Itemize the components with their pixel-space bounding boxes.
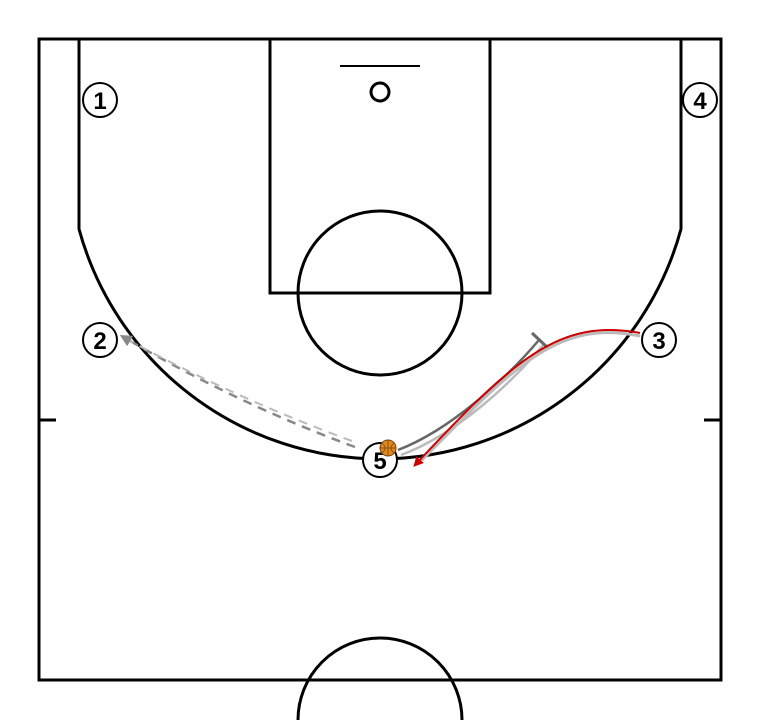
player-3-circle (641, 322, 677, 358)
cut-action (413, 329, 641, 467)
center-circle (296, 636, 464, 720)
paint-key (268, 37, 492, 295)
pass-line-shadow (129, 340, 353, 442)
player-3-label: 3 (652, 328, 665, 355)
player-2: 2 (82, 322, 118, 358)
player-1-circle (82, 82, 118, 118)
cut-path (413, 329, 641, 467)
screen-action (397, 331, 550, 457)
basketball-icon (379, 439, 397, 457)
pass-line (119, 334, 356, 449)
player-2-label: 2 (93, 328, 106, 355)
player-5: 5 (362, 439, 398, 478)
rim (369, 81, 391, 103)
player-4-label: 4 (693, 88, 707, 115)
screen-bar (530, 331, 550, 350)
cut-path-shadow (418, 331, 641, 464)
player-4-circle (682, 82, 718, 118)
court-lines (37, 37, 723, 720)
screen-path (397, 339, 540, 452)
free-throw-circle (296, 209, 464, 377)
player-3: 3 (641, 322, 677, 358)
player-1-label: 1 (93, 88, 106, 115)
player-2-circle (82, 322, 118, 358)
player-4: 4 (682, 82, 718, 118)
court-boundary (37, 37, 723, 682)
player-1: 1 (82, 82, 118, 118)
pass-action (119, 334, 356, 449)
